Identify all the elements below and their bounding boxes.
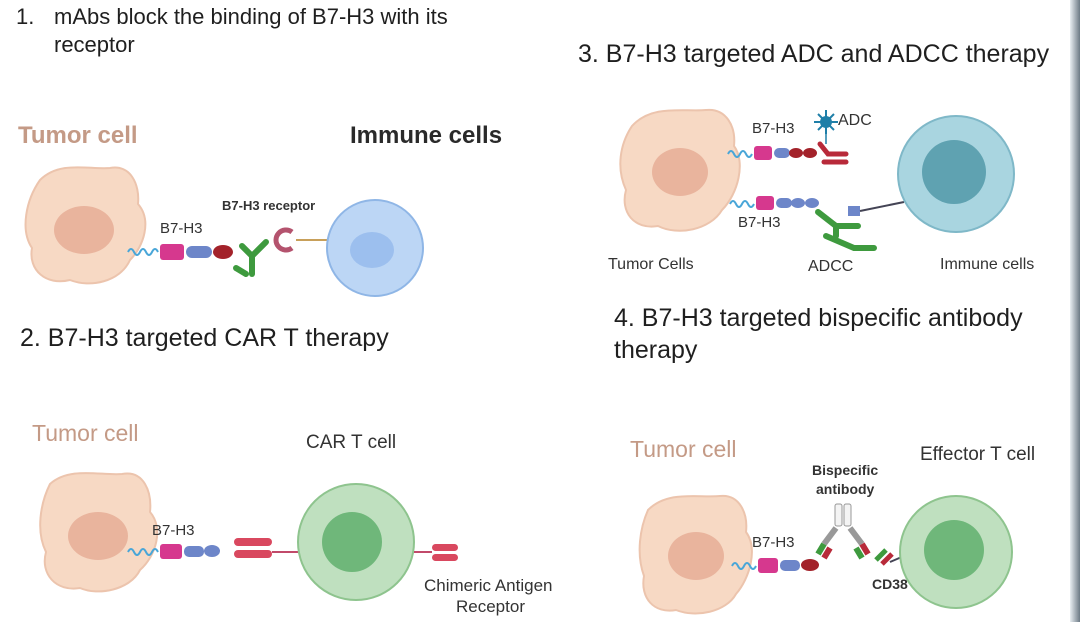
panel-4-tumor-cell-label: Tumor cell — [630, 436, 737, 462]
b7h3-molecule — [127, 244, 233, 260]
immune-cell-shape — [897, 115, 1015, 233]
panel-3-illustration — [619, 108, 1015, 251]
panel-3-adc-label: ADC — [838, 112, 872, 129]
adc-antibody-shape — [817, 141, 849, 165]
panel-3-tumor-cells-label: Tumor Cells — [608, 256, 694, 273]
adc-payload-icon — [814, 110, 838, 144]
b7h3-top-molecule — [727, 146, 817, 160]
panel-3-b7h3-top-label: B7-H3 — [752, 120, 795, 137]
panel-4-effector-label: Effector T cell — [920, 444, 1036, 465]
car-receptor-outer-shape — [414, 544, 458, 561]
panel-1-tumor-cell-label: Tumor cell — [18, 122, 138, 149]
car-t-cell-shape — [297, 483, 415, 601]
panel-2-b7h3-label: B7-H3 — [152, 522, 195, 539]
panel-2-tumor-cell-label: Tumor cell — [32, 420, 139, 446]
tumor-cell-shape — [24, 166, 147, 285]
panel-2-car-label-line1: Chimeric Antigen — [424, 576, 553, 595]
panel-4-bispecific-line1: Bispecific — [812, 462, 879, 478]
bispecific-antibody-shape — [815, 503, 871, 560]
antibody-shape — [233, 239, 269, 277]
tumor-cell-shape — [619, 108, 741, 232]
panel-2-car-label-line2: Receptor — [456, 597, 525, 616]
panel-3-heading: 3. B7-H3 targeted ADC and ADCC therapy — [578, 40, 1050, 68]
panel-1-immune-cells-label: Immune cells — [350, 122, 503, 149]
right-frame-edge — [1070, 0, 1080, 622]
b7h3-molecule — [731, 558, 819, 573]
b7h3-bottom-molecule — [729, 196, 819, 210]
panel-2-heading: 2. B7-H3 targeted CAR T therapy — [20, 324, 389, 352]
panel-4-illustration — [638, 494, 1013, 615]
effector-t-cell-shape — [899, 495, 1013, 609]
car-receptor-shape — [234, 538, 302, 558]
panel-4-b7h3-label: B7-H3 — [752, 534, 795, 551]
tumor-cell-shape — [638, 494, 753, 615]
receptor-shape — [273, 227, 330, 253]
panel-1-heading-line2: receptor — [54, 32, 135, 57]
panel-1-b7h3-label: B7-H3 — [160, 220, 203, 237]
panel-3-immune-cells-label: Immune cells — [940, 256, 1035, 273]
fc-receptor-shape — [848, 201, 905, 216]
tumor-cell-shape — [39, 472, 159, 593]
panel-3-b7h3-bottom-label: B7-H3 — [738, 214, 781, 231]
panel-4-bispecific-line2: antibody — [816, 481, 875, 497]
immune-cell-shape — [326, 199, 424, 297]
panel-1-heading-line1: mAbs block the binding of B7-H3 with its — [54, 4, 448, 29]
adcc-antibody-shape — [815, 209, 877, 251]
panel-1-receptor-label: B7-H3 receptor — [222, 198, 316, 213]
panel-4-heading-line1: 4. B7-H3 targeted bispecific antibody — [614, 304, 1023, 332]
panel-2-car-t-label: CAR T cell — [306, 432, 397, 453]
panel-4-cd38-label: CD38 — [872, 576, 908, 592]
b7h3-molecule — [127, 544, 220, 559]
panel-3-adcc-label: ADCC — [808, 258, 854, 275]
panel-1-illustration — [24, 166, 424, 297]
panel-2-illustration — [39, 472, 458, 601]
panel-1-number: 1. — [16, 4, 35, 29]
panel-4-heading-line2: therapy — [614, 336, 698, 364]
